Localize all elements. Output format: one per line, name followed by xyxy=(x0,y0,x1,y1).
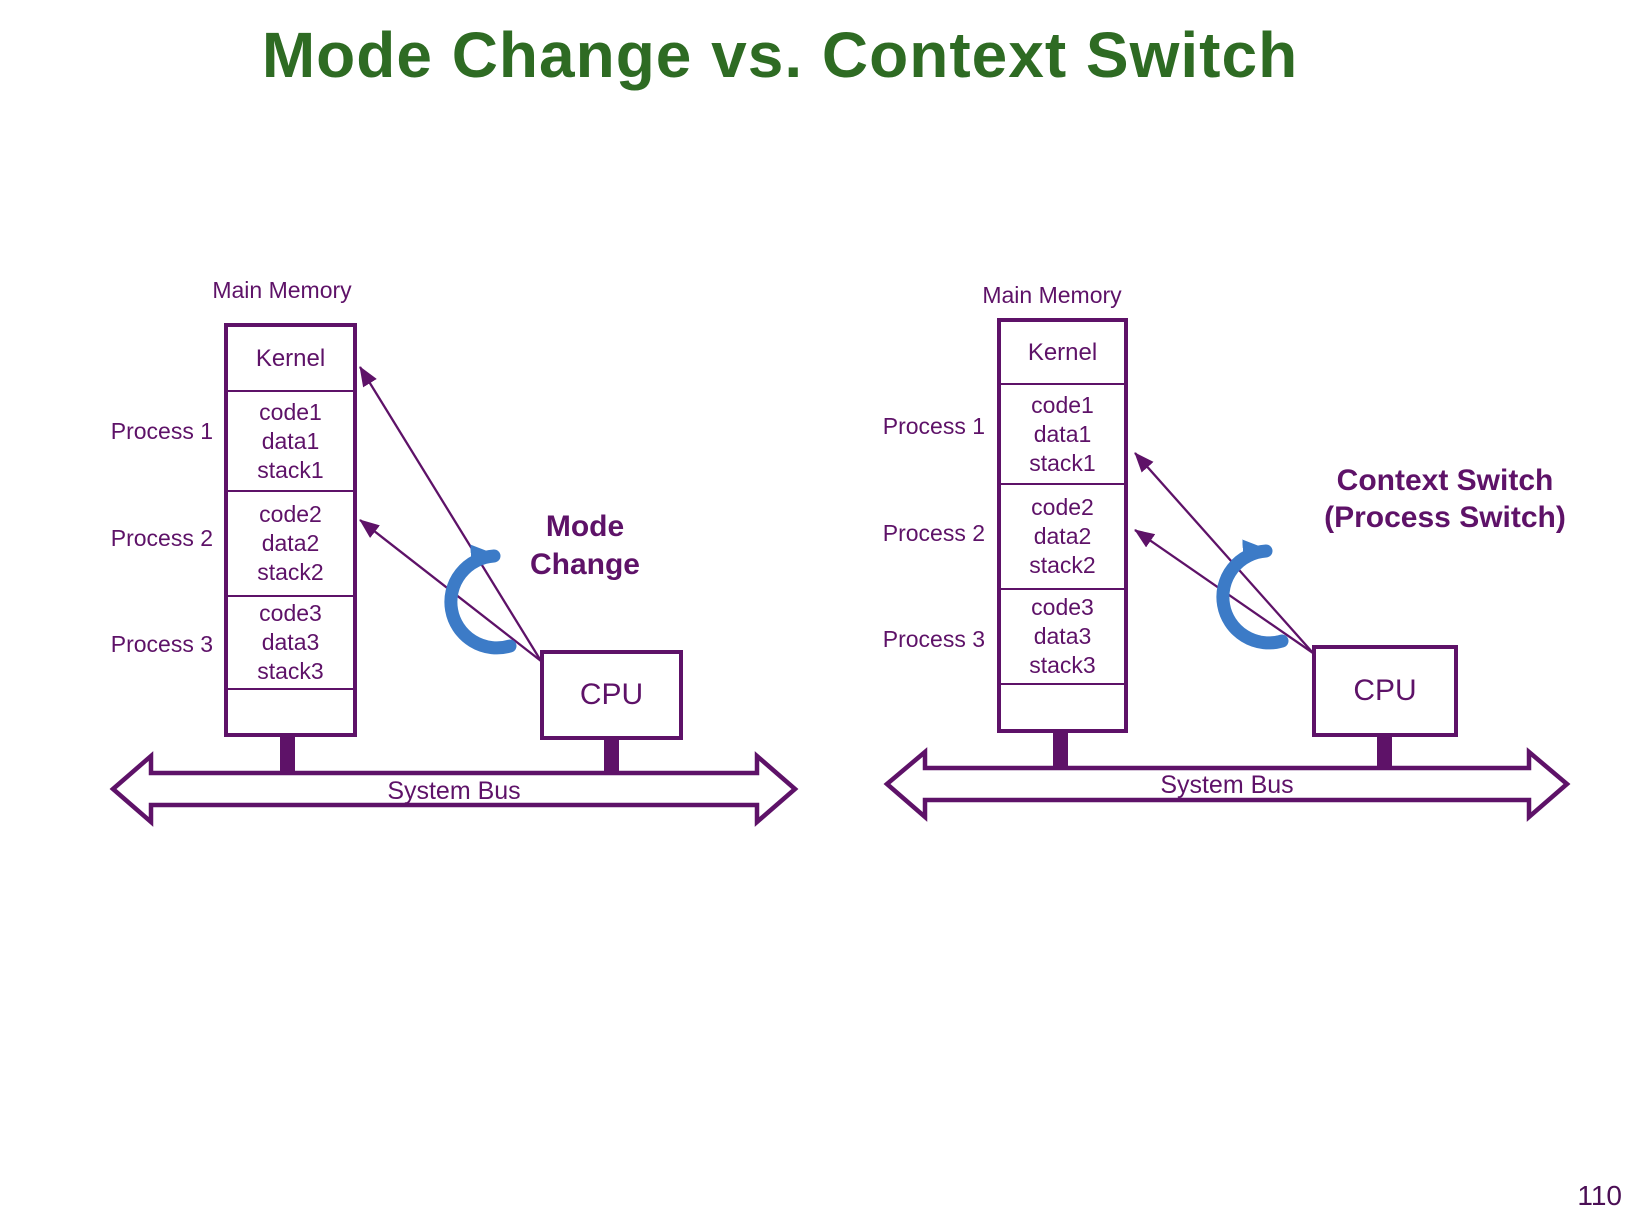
left-caption: Mode Change xyxy=(485,508,685,584)
right-p1-data: data1 xyxy=(1033,420,1092,447)
left-cpu-bus-stub xyxy=(604,736,619,783)
left-p1-data: data1 xyxy=(261,427,320,454)
left-caption-line2: Change xyxy=(529,548,640,581)
right-system-bus-label: System Bus xyxy=(1160,771,1294,799)
right-p1-code: code1 xyxy=(1031,391,1094,418)
right-caption-line2: (Process Switch) xyxy=(1324,501,1566,534)
right-p3-data: data3 xyxy=(1033,623,1092,649)
right-caption: Context Switch (Process Switch) xyxy=(1295,462,1595,536)
right-p2-stack: stack2 xyxy=(1029,552,1096,578)
right-p3-code: code3 xyxy=(1031,594,1094,620)
left-p3-data: data3 xyxy=(261,629,320,655)
right-process2-section: code2 data2 stack2 xyxy=(1001,483,1124,588)
right-cpu-box: CPU xyxy=(1312,645,1458,737)
right-empty-section xyxy=(1001,683,1124,729)
right-p3-stack: stack3 xyxy=(1029,652,1096,678)
left-process1-section: code1 data1 stack1 xyxy=(228,390,353,490)
slide-title: Mode Change vs. Context Switch xyxy=(261,19,1299,91)
left-kernel-label: Kernel xyxy=(255,345,326,372)
left-main-memory-box: Kernel code1 data1 stack1 code2 data2 st… xyxy=(224,323,357,737)
left-p1-code: code1 xyxy=(259,398,322,425)
right-process1-section: code1 data1 stack1 xyxy=(1001,383,1124,483)
page-number: 110 xyxy=(1577,1180,1622,1211)
left-p3-stack: stack3 xyxy=(257,658,324,684)
right-arrow-cpu-to-process2 xyxy=(1134,529,1314,654)
left-empty-section xyxy=(228,688,353,733)
right-process2-label: Process 2 xyxy=(882,520,985,546)
left-process3-section: code3 data3 stack3 xyxy=(228,595,353,688)
left-process2-label: Process 2 xyxy=(110,525,213,551)
left-kernel-section: Kernel xyxy=(228,327,353,390)
left-p2-stack: stack2 xyxy=(257,559,324,585)
left-p1-stack: stack1 xyxy=(257,456,324,483)
left-p2-data: data2 xyxy=(261,530,320,556)
left-cpu-box: CPU xyxy=(540,650,683,740)
left-process1-label: Process 1 xyxy=(110,418,213,444)
right-p2-code: code2 xyxy=(1031,494,1094,520)
right-process1-label: Process 1 xyxy=(882,413,985,439)
right-caption-line1: Context Switch xyxy=(1336,464,1554,497)
left-process2-section: code2 data2 stack2 xyxy=(228,490,353,595)
left-main-memory-label: Main Memory xyxy=(212,277,352,303)
left-caption-line1: Mode xyxy=(545,510,625,543)
right-kernel-section: Kernel xyxy=(1001,322,1124,383)
left-p3-code: code3 xyxy=(259,600,322,626)
right-kernel-label: Kernel xyxy=(1027,339,1098,366)
right-curved-switch-arrow-icon xyxy=(1216,539,1289,650)
right-p2-data: data2 xyxy=(1033,523,1092,549)
right-cpu-label: CPU xyxy=(1353,674,1417,707)
right-main-memory-box: Kernel code1 data1 stack1 code2 data2 st… xyxy=(997,318,1128,733)
right-memory-bus-stub xyxy=(1053,729,1068,779)
right-arrow-cpu-to-process1 xyxy=(1134,452,1314,654)
right-main-memory-label: Main Memory xyxy=(982,282,1122,308)
left-system-bus-label: System Bus xyxy=(387,777,521,805)
right-process3-label: Process 3 xyxy=(882,626,985,652)
left-cpu-label: CPU xyxy=(579,678,644,711)
left-p2-code: code2 xyxy=(259,501,322,527)
left-process3-label: Process 3 xyxy=(110,631,213,657)
right-p1-stack: stack1 xyxy=(1029,449,1096,476)
left-memory-bus-stub xyxy=(280,733,295,783)
right-process3-section: code3 data3 stack3 xyxy=(1001,588,1124,683)
